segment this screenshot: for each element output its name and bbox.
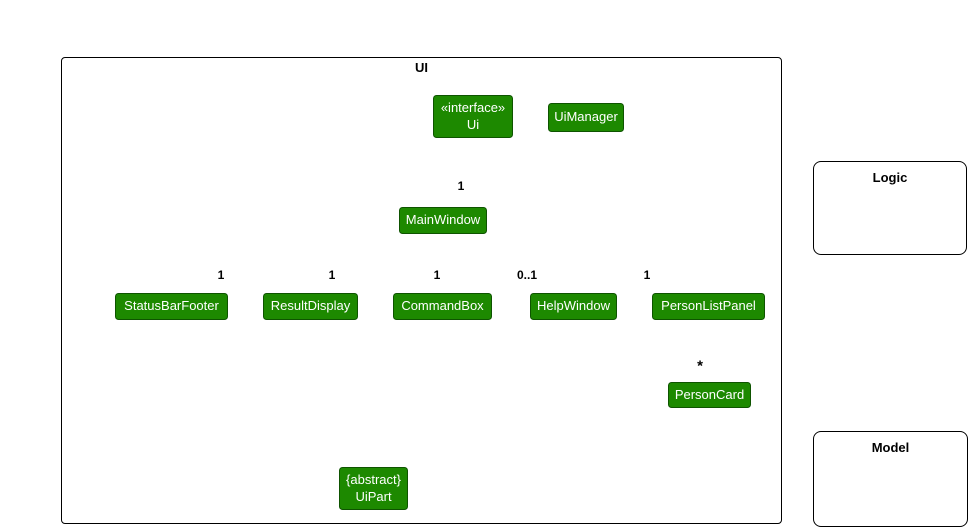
uipart-name: UiPart <box>355 488 392 504</box>
logic-component-box: Logic <box>813 161 967 255</box>
personlistpanel-name: PersonListPanel <box>661 298 756 314</box>
commandbox-name: CommandBox <box>401 298 484 314</box>
class-resultdisplay: ResultDisplay <box>263 293 358 320</box>
mult-helpwindow: 0..1 <box>516 268 538 282</box>
model-component-box: Model <box>813 431 968 527</box>
uipart-modifier: {abstract} <box>346 471 401 487</box>
class-personcard: PersonCard <box>668 382 751 408</box>
ui-package-frame <box>61 57 782 524</box>
ui-package-label: UI <box>415 60 428 75</box>
mainwindow-name: MainWindow <box>405 212 481 228</box>
resultdisplay-name: ResultDisplay <box>270 298 351 314</box>
class-commandbox: CommandBox <box>393 293 492 320</box>
class-ui-interface: «interface» Ui <box>433 95 513 138</box>
ui-interface-name: Ui <box>466 116 480 132</box>
ui-interface-stereotype: «interface» <box>440 99 506 115</box>
statusbarfooter-name: StatusBarFooter <box>124 298 219 314</box>
class-helpwindow: HelpWindow <box>530 293 617 320</box>
class-personlistpanel: PersonListPanel <box>652 293 765 320</box>
mult-personlistpanel: 1 <box>643 268 651 282</box>
logic-label: Logic <box>872 170 908 185</box>
model-label: Model <box>871 440 910 455</box>
class-uipart: {abstract} UiPart <box>339 467 408 510</box>
personcard-name: PersonCard <box>674 386 745 402</box>
mult-personcard: * <box>697 357 703 375</box>
uimanager-name: UiManager <box>554 109 618 125</box>
class-mainwindow: MainWindow <box>399 207 487 234</box>
mult-resultdisplay: 1 <box>328 268 336 282</box>
class-uimanager: UiManager <box>548 103 624 132</box>
mult-commandbox: 1 <box>433 268 441 282</box>
mult-statusbarfooter: 1 <box>217 268 225 282</box>
helpwindow-name: HelpWindow <box>537 298 610 314</box>
mult-uimanager-mainwindow: 1 <box>457 179 465 193</box>
class-statusbarfooter: StatusBarFooter <box>115 293 228 320</box>
